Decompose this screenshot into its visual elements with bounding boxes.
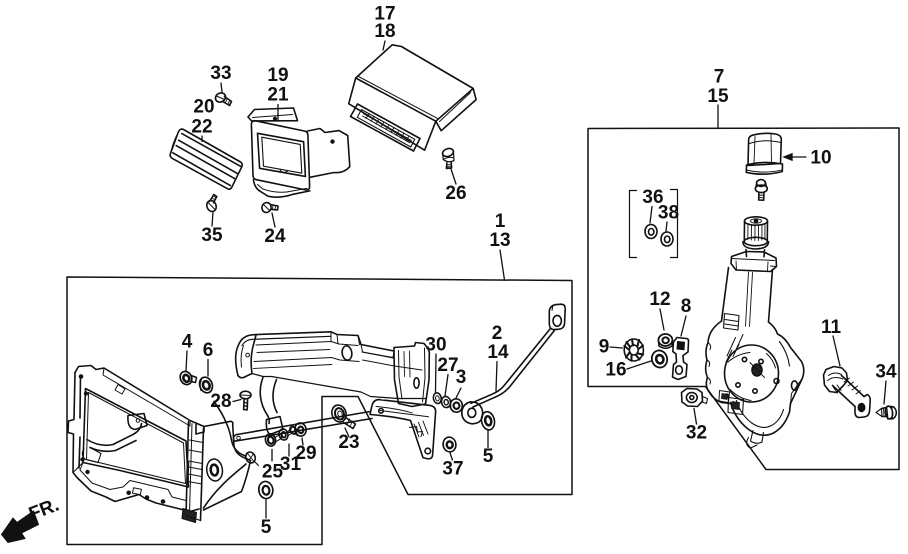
svg-text:18: 18 [374, 21, 395, 42]
svg-text:37: 37 [442, 459, 463, 480]
svg-text:32: 32 [686, 423, 707, 444]
svg-text:31: 31 [280, 454, 302, 475]
svg-text:30: 30 [425, 335, 446, 356]
svg-text:14: 14 [487, 342, 509, 363]
svg-text:20: 20 [193, 97, 214, 118]
svg-text:26: 26 [445, 183, 466, 204]
svg-text:3: 3 [456, 367, 467, 388]
svg-text:7: 7 [714, 67, 725, 88]
svg-text:35: 35 [201, 225, 223, 246]
svg-text:17: 17 [374, 4, 395, 25]
svg-text:33: 33 [210, 63, 231, 84]
svg-text:12: 12 [649, 289, 670, 310]
svg-text:10: 10 [810, 148, 831, 169]
svg-text:6: 6 [203, 340, 214, 361]
svg-text:22: 22 [191, 117, 212, 138]
svg-text:9: 9 [599, 337, 610, 358]
svg-text:15: 15 [707, 86, 729, 107]
svg-text:4: 4 [182, 332, 193, 353]
svg-text:11: 11 [821, 317, 842, 338]
svg-text:23: 23 [338, 432, 359, 453]
svg-text:36: 36 [642, 187, 663, 208]
svg-text:21: 21 [267, 85, 289, 106]
svg-text:19: 19 [267, 65, 288, 86]
svg-text:29: 29 [295, 443, 316, 464]
svg-text:38: 38 [658, 203, 679, 224]
svg-text:28: 28 [210, 391, 231, 412]
svg-text:1: 1 [495, 211, 506, 232]
svg-text:24: 24 [264, 226, 286, 247]
svg-text:34: 34 [875, 362, 897, 383]
svg-text:8: 8 [681, 296, 692, 317]
svg-text:13: 13 [489, 230, 510, 251]
svg-text:25: 25 [262, 462, 284, 483]
svg-text:27: 27 [437, 355, 458, 376]
svg-text:5: 5 [261, 517, 272, 538]
svg-text:2: 2 [492, 323, 503, 344]
svg-text:16: 16 [605, 360, 626, 381]
svg-text:5: 5 [483, 446, 494, 467]
